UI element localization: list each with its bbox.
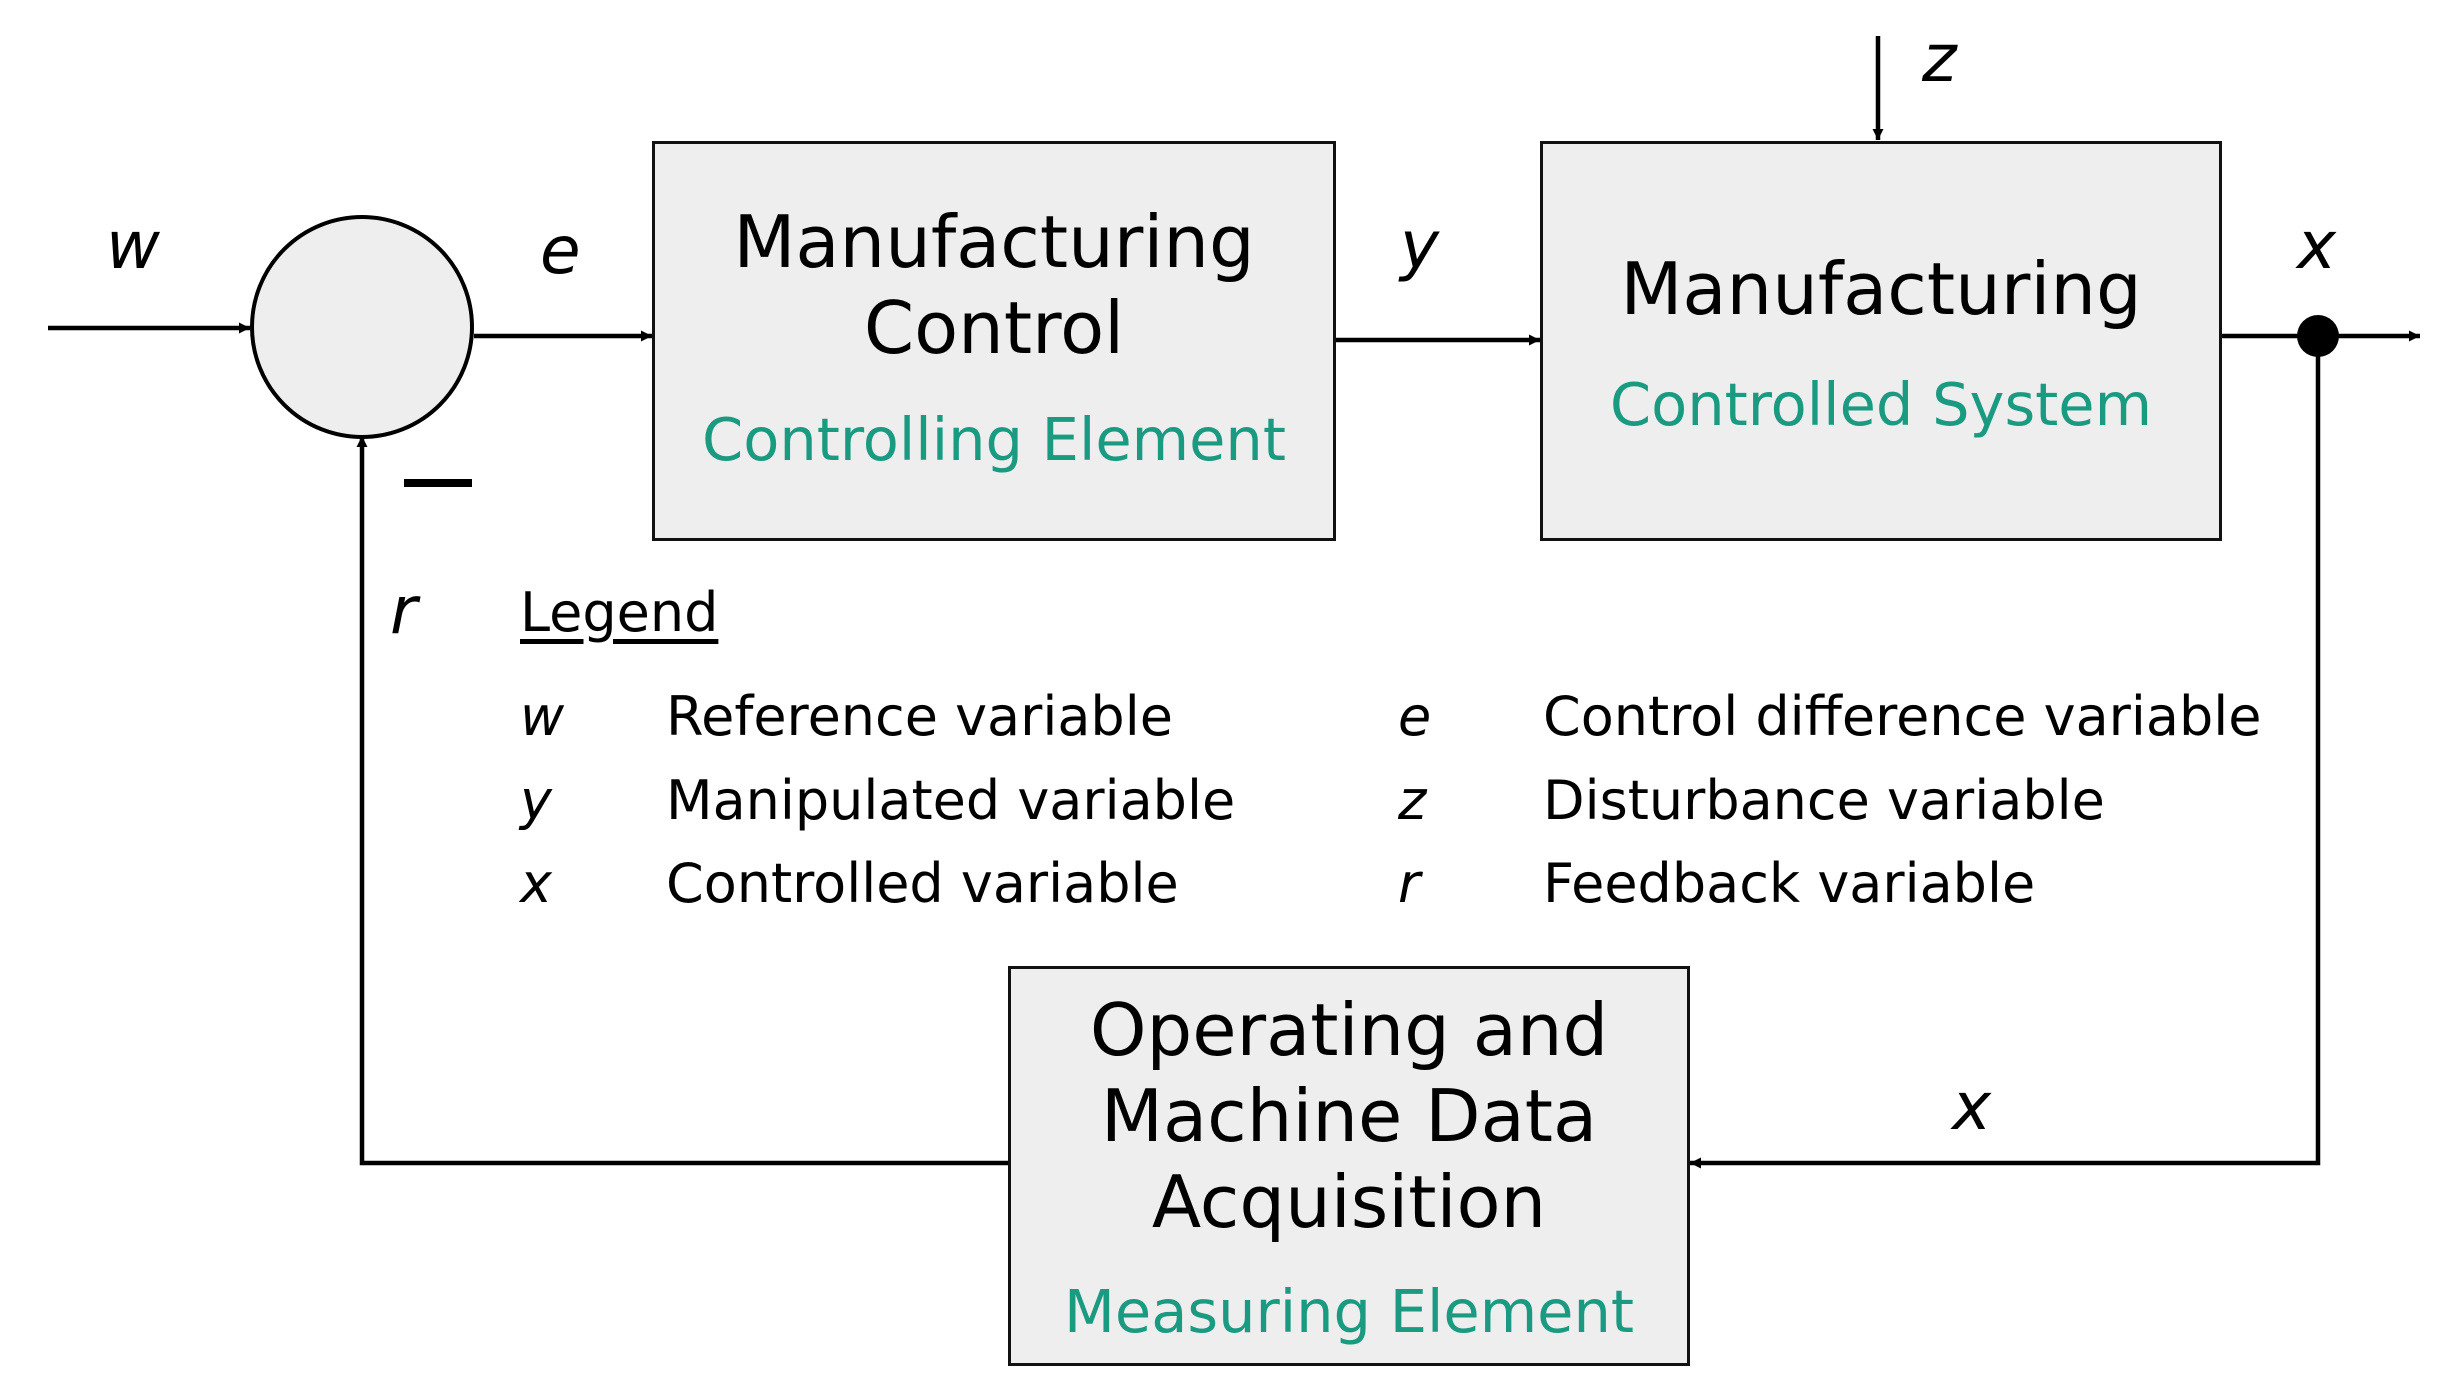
plant-title: Manufacturing	[1620, 247, 2142, 331]
signal-label-y: y	[1400, 207, 1440, 284]
signal-label-z: z	[1922, 20, 1957, 97]
summing-junction	[250, 215, 474, 439]
plant-block: Manufacturing Controlled System	[1540, 141, 2222, 541]
sensor-title-line2: Machine Data	[1100, 1074, 1598, 1158]
edge-r-sensor-to-junction	[356, 436, 1008, 1166]
controller-block: Manufacturing Control Controlling Elemen…	[652, 141, 1336, 541]
signal-label-x-output: x	[2297, 207, 2337, 284]
signal-label-w: w	[106, 207, 160, 284]
sensor-title-line1: Operating and	[1089, 988, 1609, 1072]
controller-title-line2: Control	[863, 286, 1125, 370]
controller-role: Controlling Element	[702, 405, 1286, 474]
sensor-block: Operating and Machine Data Acquisition M…	[1008, 966, 1690, 1366]
signal-label-r: r	[390, 572, 418, 649]
edge-x-to-sensor	[1690, 336, 2321, 1169]
sensor-role: Measuring Element	[1063, 1277, 1634, 1346]
controller-title-line1: Manufacturing	[733, 200, 1255, 284]
output-branch-point	[2297, 315, 2339, 357]
sensor-title-line3: Acquisition	[1151, 1160, 1547, 1244]
feedback-minus-sign	[404, 479, 472, 487]
signal-label-e: e	[540, 212, 581, 289]
plant-role: Controlled System	[1609, 370, 2153, 439]
signal-label-x-feedback: x	[1952, 1068, 1992, 1145]
